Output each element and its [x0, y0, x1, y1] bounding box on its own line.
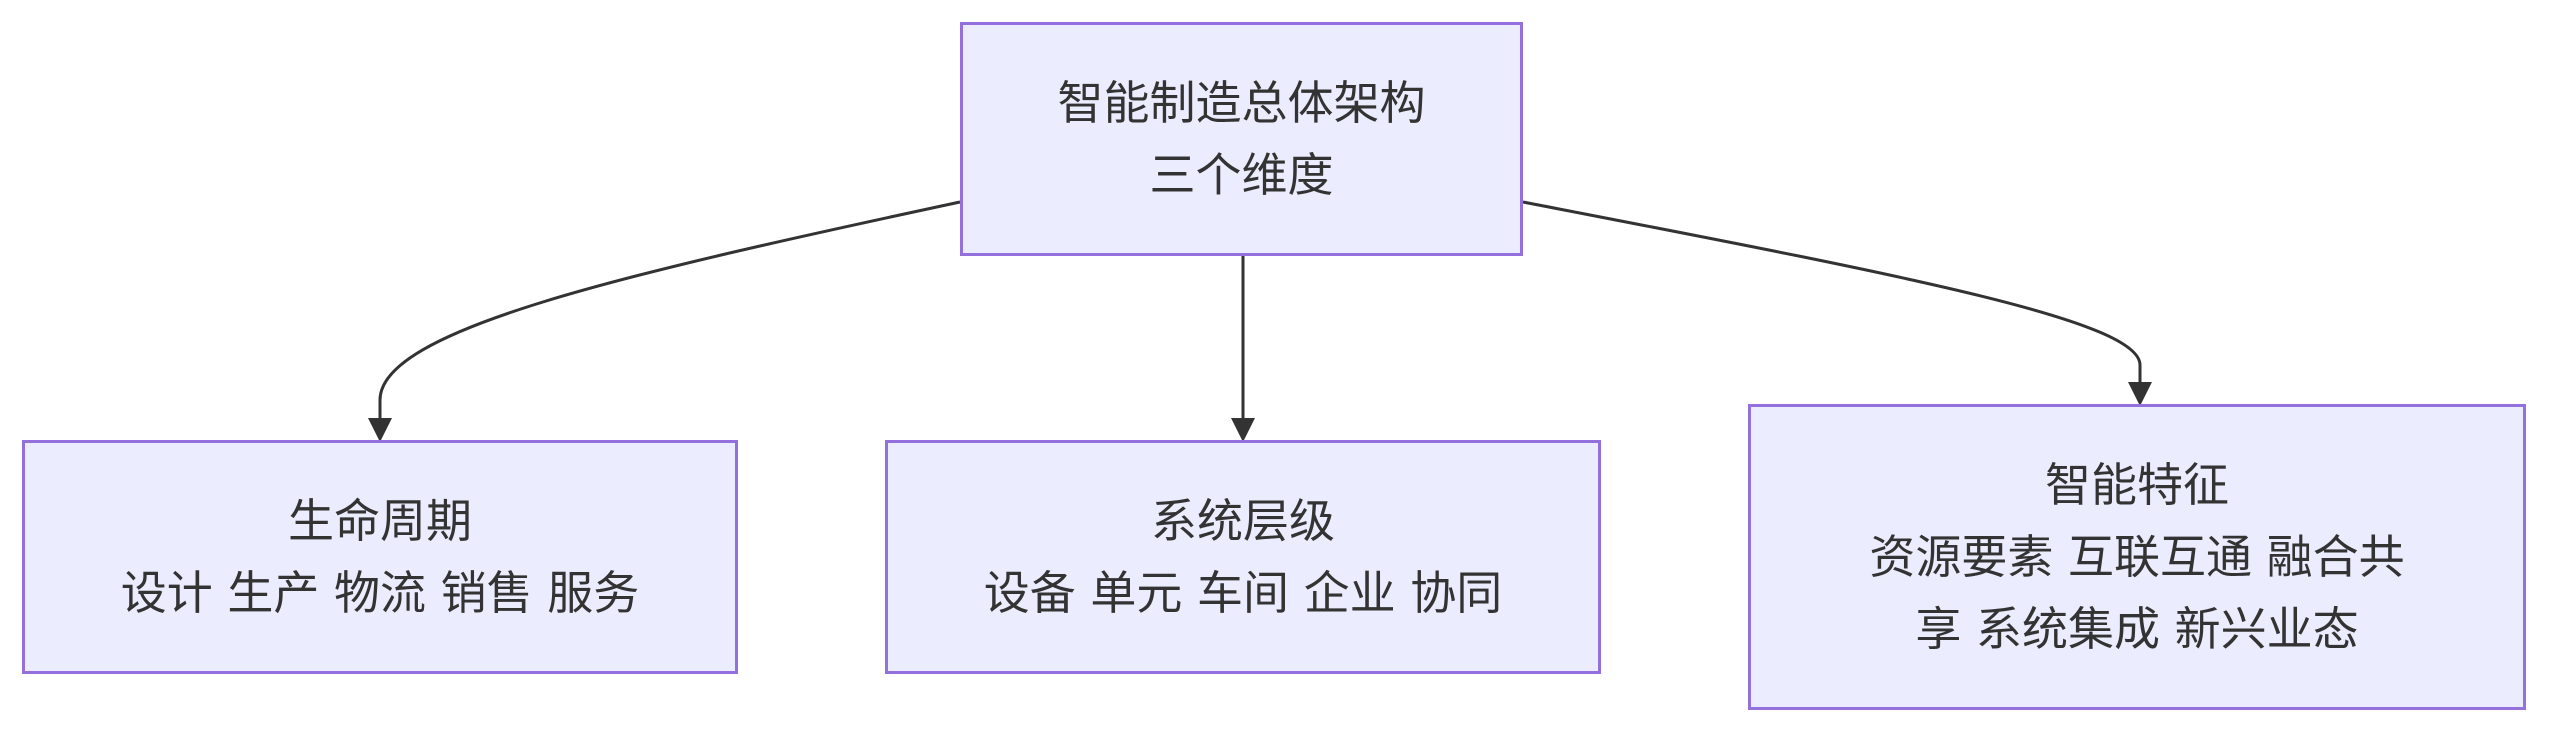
node-intelligent-items-1: 资源要素 互联互通 融合共	[1869, 530, 2405, 584]
arrowhead-system-level	[1231, 418, 1255, 442]
node-lifecycle: 生命周期 设计 生产 物流 销售 服务	[22, 440, 738, 674]
edge-root-to-intelligent	[1522, 200, 2142, 384]
node-root-subtitle: 三个维度	[1149, 148, 1334, 202]
arrowhead-lifecycle	[368, 418, 392, 442]
node-lifecycle-items: 设计 生产 物流 销售 服务	[120, 566, 640, 620]
node-intelligent-title: 智能特征	[2045, 458, 2229, 512]
node-system-level-title: 系统层级	[1151, 494, 1335, 548]
node-system-level-items: 设备 单元 车间 企业 协同	[983, 566, 1503, 620]
node-system-level: 系统层级 设备 单元 车间 企业 协同	[885, 440, 1601, 674]
node-intelligent-items-2: 享 系统集成 新兴业态	[1915, 602, 2359, 656]
arrowhead-intelligent	[2128, 382, 2152, 406]
node-root: 智能制造总体架构 三个维度	[960, 22, 1523, 256]
node-intelligent-features: 智能特征 资源要素 互联互通 融合共 享 系统集成 新兴业态	[1748, 404, 2526, 710]
node-root-title: 智能制造总体架构	[1057, 76, 1426, 130]
node-lifecycle-title: 生命周期	[288, 494, 472, 548]
edge-root-to-lifecycle	[378, 200, 961, 420]
